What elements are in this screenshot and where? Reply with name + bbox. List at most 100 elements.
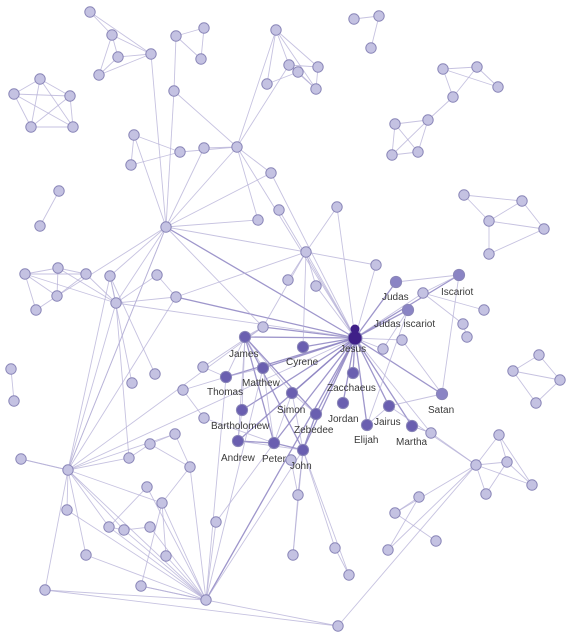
node-p216[interactable]	[210, 516, 222, 528]
node-p36[interactable]	[30, 304, 42, 316]
node-p118[interactable]	[112, 51, 124, 63]
node-p110[interactable]	[104, 270, 116, 282]
node-john[interactable]	[296, 443, 310, 457]
node-p428[interactable]	[422, 114, 434, 126]
node-p174[interactable]	[168, 85, 180, 97]
node-p129[interactable]	[123, 452, 135, 464]
node-p131[interactable]	[125, 159, 137, 171]
node-p86b[interactable]	[80, 549, 92, 561]
node-p486[interactable]	[480, 488, 492, 500]
node-p150[interactable]	[144, 438, 156, 450]
node-p86[interactable]	[80, 268, 92, 280]
node-judasisc[interactable]	[401, 303, 415, 317]
node-p99[interactable]	[93, 69, 105, 81]
node-h431[interactable]	[425, 427, 437, 439]
node-p298[interactable]	[292, 66, 304, 78]
node-p477[interactable]	[471, 61, 483, 73]
node-p539[interactable]	[533, 349, 545, 361]
node-cyrene[interactable]	[296, 340, 310, 354]
node-p155[interactable]	[149, 368, 161, 380]
node-andrew[interactable]	[231, 434, 245, 448]
node-p132[interactable]	[126, 377, 138, 389]
node-p383[interactable]	[377, 343, 389, 355]
node-p316b[interactable]	[310, 280, 322, 292]
node-jordan[interactable]	[336, 396, 350, 410]
node-p109[interactable]	[103, 521, 115, 533]
node-h338[interactable]	[332, 620, 344, 632]
node-p190[interactable]	[184, 461, 196, 473]
node-p392[interactable]	[386, 149, 398, 161]
node-p175[interactable]	[169, 428, 181, 440]
node-p176[interactable]	[170, 30, 182, 42]
node-martha[interactable]	[405, 419, 419, 433]
node-satan[interactable]	[435, 387, 449, 401]
node-p371[interactable]	[365, 42, 377, 54]
node-p418[interactable]	[412, 146, 424, 158]
node-p73[interactable]	[67, 121, 79, 133]
node-p157[interactable]	[151, 269, 163, 281]
node-p203[interactable]	[197, 361, 209, 373]
node-p395[interactable]	[389, 118, 401, 130]
node-p467[interactable]	[461, 331, 473, 343]
node-p388[interactable]	[382, 544, 394, 556]
node-jairus[interactable]	[382, 399, 396, 413]
node-p376[interactable]	[370, 259, 382, 271]
node-h237[interactable]	[231, 141, 243, 153]
node-p289[interactable]	[283, 59, 295, 71]
node-p484[interactable]	[478, 304, 490, 316]
node-p31[interactable]	[25, 121, 37, 133]
node-h263[interactable]	[257, 321, 269, 333]
node-elijah[interactable]	[360, 418, 374, 432]
node-p180[interactable]	[174, 146, 186, 158]
node-h306[interactable]	[300, 246, 312, 258]
node-h165[interactable]	[160, 221, 172, 233]
node-p499[interactable]	[493, 429, 505, 441]
node-p395b[interactable]	[389, 507, 401, 519]
node-p150b[interactable]	[144, 521, 156, 533]
node-p147[interactable]	[141, 481, 153, 493]
node-p489b[interactable]	[483, 248, 495, 260]
node-p532[interactable]	[526, 479, 538, 491]
node-p151[interactable]	[145, 48, 157, 60]
node-james[interactable]	[238, 330, 252, 344]
node-p560[interactable]	[554, 374, 566, 386]
node-h298[interactable]	[292, 489, 304, 501]
node-peter[interactable]	[267, 436, 281, 450]
node-h68[interactable]	[62, 464, 74, 476]
node-p267[interactable]	[261, 78, 273, 90]
node-p59[interactable]	[53, 185, 65, 197]
node-p453[interactable]	[447, 91, 459, 103]
node-p11[interactable]	[5, 363, 17, 375]
node-h176[interactable]	[170, 291, 182, 303]
node-p349[interactable]	[343, 569, 355, 581]
node-p90[interactable]	[84, 6, 96, 18]
node-h206[interactable]	[200, 594, 212, 606]
node-p57[interactable]	[51, 290, 63, 302]
node-p436[interactable]	[430, 535, 442, 547]
node-p14b[interactable]	[8, 395, 20, 407]
node-p522[interactable]	[516, 195, 528, 207]
node-p402[interactable]	[396, 334, 408, 346]
node-zebedee[interactable]	[309, 407, 323, 421]
node-matthew[interactable]	[256, 361, 270, 375]
node-judas[interactable]	[389, 275, 403, 289]
node-p70[interactable]	[64, 90, 76, 102]
node-p183[interactable]	[177, 384, 189, 396]
node-p318[interactable]	[312, 61, 324, 73]
node-zacch[interactable]	[346, 366, 360, 380]
node-p379[interactable]	[373, 10, 385, 22]
node-p141[interactable]	[135, 580, 147, 592]
node-p544[interactable]	[538, 223, 550, 235]
node-p204c[interactable]	[198, 412, 210, 424]
node-p162[interactable]	[156, 497, 168, 509]
node-p204b[interactable]	[198, 142, 210, 154]
node-p419[interactable]	[413, 491, 425, 503]
node-p201[interactable]	[195, 53, 207, 65]
node-p279[interactable]	[273, 204, 285, 216]
node-p45[interactable]	[39, 584, 51, 596]
node-p166[interactable]	[160, 550, 172, 562]
node-p134[interactable]	[128, 129, 140, 141]
node-iscariot[interactable]	[452, 268, 466, 282]
node-bart[interactable]	[235, 403, 249, 417]
node-p14[interactable]	[8, 88, 20, 100]
